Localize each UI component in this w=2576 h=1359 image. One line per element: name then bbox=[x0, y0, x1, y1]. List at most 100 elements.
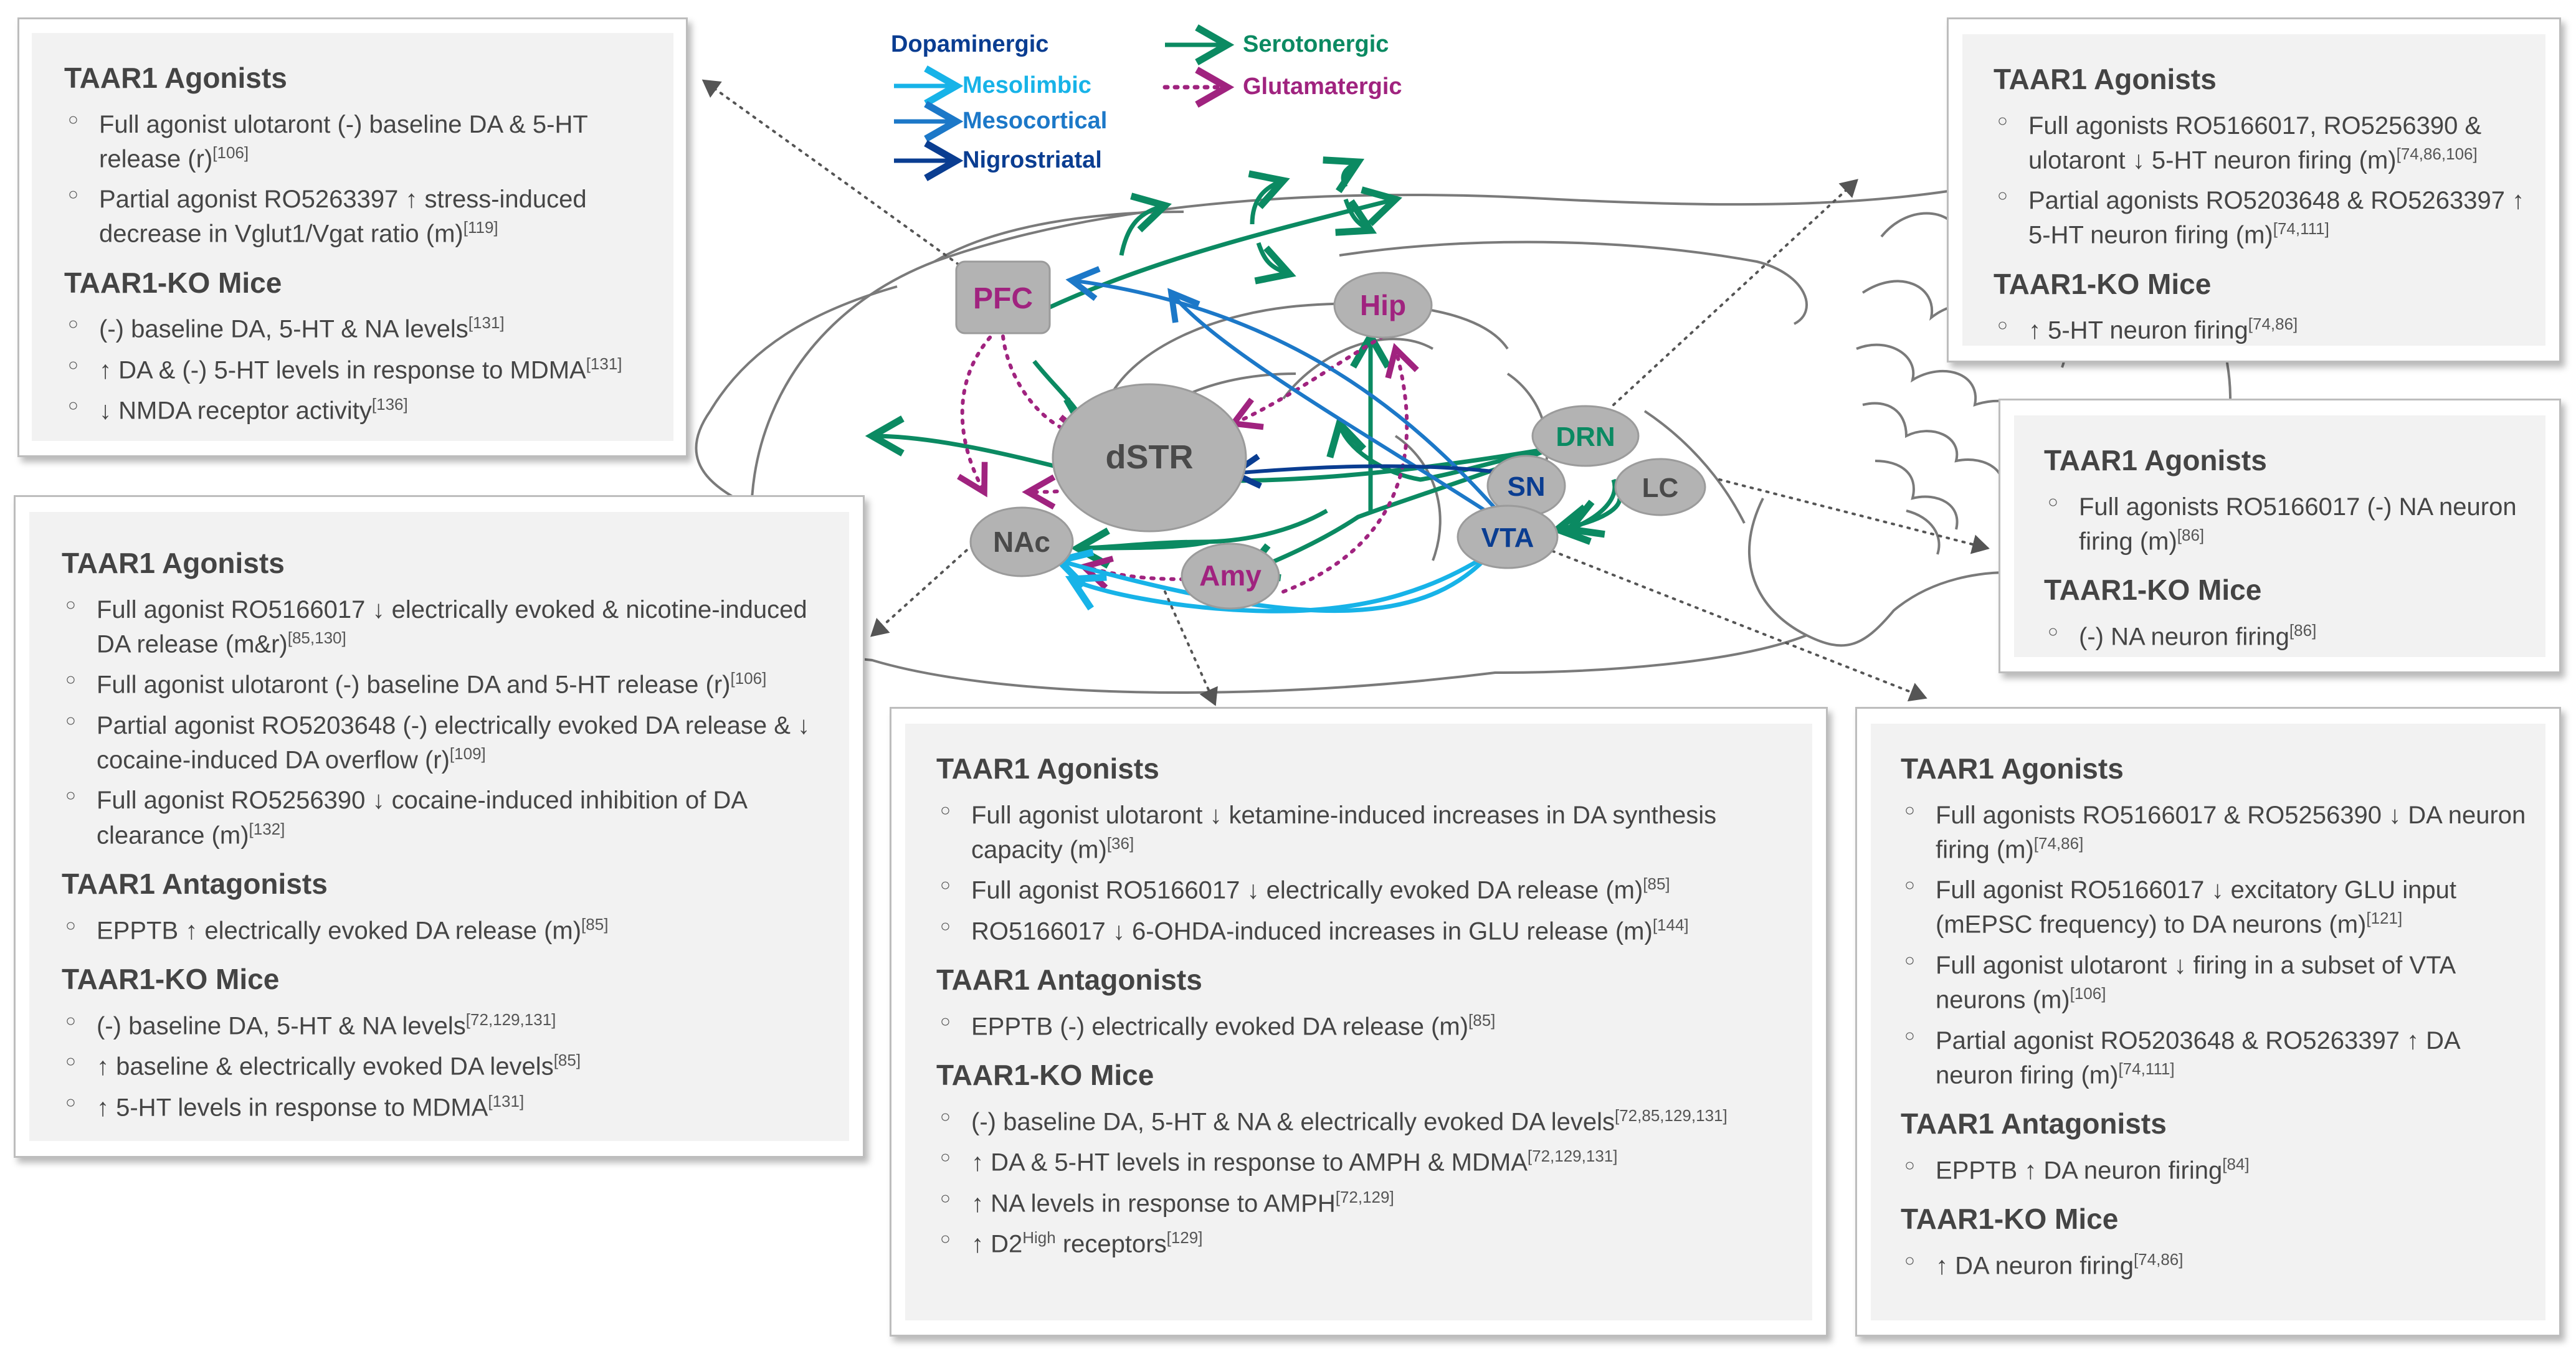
reference-citation: [72,129] bbox=[1335, 1187, 1394, 1206]
lc-section-heading: TAAR1 Agonists bbox=[2044, 444, 2267, 476]
reference-citation: [74,86,106] bbox=[2396, 144, 2478, 163]
nigrostriatal-pathway bbox=[1227, 453, 1508, 489]
vta-finding-list: EPPTB ↑ DA neuron firing[84] bbox=[1901, 1153, 2532, 1188]
dstr-finding-list: (-) baseline DA, 5-HT & NA & electricall… bbox=[936, 1105, 1796, 1262]
finding-text: EPPTB ↑ DA neuron firing bbox=[1936, 1157, 2223, 1185]
finding-text: EPPTB ↑ electrically evoked DA release (… bbox=[97, 916, 582, 944]
lc-finding-list: Full agonists RO5166017 (-) NA neuron fi… bbox=[2044, 490, 2533, 559]
region-vta bbox=[1457, 504, 1559, 569]
nac-finding-list: Full agonist RO5166017 ↓ electrically ev… bbox=[62, 593, 833, 853]
pfc-finding-list: Full agonist ulotaront (-) baseline DA &… bbox=[64, 108, 657, 252]
region-label-pfc: PFC bbox=[973, 282, 1033, 315]
finding-item: Full agonists RO5166017, RO5256390 & ulo… bbox=[1994, 109, 2533, 178]
region-label-amy: Amy bbox=[1199, 559, 1262, 592]
reference-citation: [109] bbox=[449, 744, 486, 763]
finding-text: (-) baseline DA, 5-HT & NA levels bbox=[99, 315, 468, 343]
reference-citation: [121] bbox=[2366, 909, 2403, 928]
finding-item: Partial agonist RO5203648 (-) electrical… bbox=[62, 709, 833, 778]
region-hip bbox=[1333, 272, 1433, 339]
vta-section-heading: TAAR1 Agonists bbox=[1901, 752, 2124, 785]
vta-finding-list: ↑ DA neuron firing[74,86] bbox=[1901, 1249, 2532, 1284]
dstr-section-heading: TAAR1 Agonists bbox=[936, 752, 1159, 785]
nac-section-heading: TAAR1 Antagonists bbox=[62, 868, 328, 901]
reference-citation: [119] bbox=[463, 218, 498, 237]
finding-text: ↓ NMDA receptor activity bbox=[99, 397, 372, 425]
reference-citation: [132] bbox=[249, 819, 285, 838]
finding-item: Partial agonist RO5203648 & RO5263397 ↑ … bbox=[1901, 1024, 2532, 1093]
legend-mesolimbic: Mesolimbic bbox=[962, 72, 1091, 98]
region-drn bbox=[1531, 405, 1640, 467]
reference-citation: [72,129,131] bbox=[465, 1010, 556, 1029]
drn-finding-list: ↑ 5-HT neuron firing[74,86] bbox=[1994, 313, 2533, 348]
finding-superscript: High bbox=[1022, 1228, 1056, 1248]
dstr-finding-list: EPPTB (-) electrically evoked DA release… bbox=[936, 1010, 1796, 1044]
reference-citation: [74,86] bbox=[2133, 1249, 2184, 1269]
finding-item: Partial agonist RO5263397 ↑ stress-induc… bbox=[64, 182, 657, 252]
finding-item: ↑ DA & (-) 5-HT levels in response to MD… bbox=[64, 353, 657, 388]
drn-finding-list: Full agonists RO5166017, RO5256390 & ulo… bbox=[1994, 109, 2533, 253]
region-label-drn: DRN bbox=[1556, 422, 1615, 452]
finding-item: (-) baseline DA, 5-HT & NA levels[72,129… bbox=[62, 1009, 833, 1044]
mesocortical-pathway bbox=[1065, 266, 1516, 531]
finding-text: RO5166017 ↓ 6-OHDA-induced increases in … bbox=[971, 917, 1653, 945]
finding-text: Full agonists RO5166017 (-) NA neuron fi… bbox=[2079, 493, 2517, 556]
legend-dopaminergic: Dopaminergic bbox=[891, 31, 1049, 57]
finding-item: Full agonist ulotaront ↓ ketamine-induce… bbox=[936, 798, 1796, 868]
finding-text: Full agonist ulotaront (-) baseline DA a… bbox=[97, 671, 731, 699]
finding-text: Full agonist RO5166017 ↓ excitatory GLU … bbox=[1936, 876, 2456, 939]
finding-text: Full agonist RO5166017 ↓ electrically ev… bbox=[971, 876, 1643, 904]
finding-text: Full agonists RO5166017, RO5256390 & ulo… bbox=[2028, 111, 2482, 174]
pfc-info-box: TAAR1 AgonistsFull agonist ulotaront (-)… bbox=[17, 17, 688, 457]
reference-citation: [85,130] bbox=[287, 628, 346, 647]
finding-item: Full agonist ulotaront (-) baseline DA a… bbox=[62, 668, 833, 703]
finding-item: (-) NA neuron firing[86] bbox=[2044, 620, 2533, 655]
vta-section-heading: TAAR1-KO Mice bbox=[1901, 1203, 2119, 1236]
vta-section-heading: TAAR1 Antagonists bbox=[1901, 1107, 2167, 1140]
finding-text: Partial agonist RO5203648 & RO5263397 ↑ … bbox=[1936, 1026, 2460, 1089]
finding-item: Full agonist RO5166017 ↓ electrically ev… bbox=[62, 593, 833, 662]
reference-citation: [131] bbox=[488, 1091, 525, 1110]
legend-mesocortical: Mesocortical bbox=[962, 108, 1108, 134]
finding-item: Full agonist RO5256390 ↓ cocaine-induced… bbox=[62, 784, 833, 853]
finding-text: (-) baseline DA, 5-HT & NA & electricall… bbox=[971, 1108, 1615, 1136]
reference-citation: [72,129,131] bbox=[1527, 1147, 1618, 1166]
reference-citation: [106] bbox=[2070, 984, 2106, 1003]
finding-item: Full agonists RO5166017 & RO5256390 ↓ DA… bbox=[1901, 798, 2532, 868]
reference-citation: [129] bbox=[1166, 1228, 1203, 1248]
finding-item: ↓ NMDA receptor activity[136] bbox=[64, 394, 657, 429]
vta-finding-list: Full agonists RO5166017 & RO5256390 ↓ DA… bbox=[1901, 798, 2532, 1093]
finding-item: ↑ DA neuron firing[74,86] bbox=[1901, 1249, 2532, 1284]
finding-item: ↑ NA levels in response to AMPH[72,129] bbox=[936, 1186, 1796, 1221]
finding-item: ↑ D2High receptors[129] bbox=[936, 1227, 1796, 1262]
pfc-info-panel: TAAR1 AgonistsFull agonist ulotaront (-)… bbox=[32, 33, 673, 441]
reference-citation: [131] bbox=[468, 313, 505, 333]
legend-serotonergic: Serotonergic bbox=[1243, 31, 1389, 57]
leader-lines bbox=[701, 79, 1990, 706]
reference-citation: [144] bbox=[1652, 915, 1689, 934]
reference-citation: [74,86] bbox=[2033, 833, 2084, 853]
lc-info-box: TAAR1 AgonistsFull agonists RO5166017 (-… bbox=[1999, 399, 2561, 673]
drn-section-heading: TAAR1-KO Mice bbox=[1994, 267, 2212, 300]
drn-info-panel: TAAR1 AgonistsFull agonists RO5166017, R… bbox=[1962, 34, 2545, 346]
pfc-section-heading: TAAR1 Agonists bbox=[64, 62, 287, 94]
finding-item: ↑ DA & 5-HT levels in response to AMPH &… bbox=[936, 1145, 1796, 1180]
finding-item: EPPTB ↑ DA neuron firing[84] bbox=[1901, 1153, 2532, 1188]
finding-text: ↑ baseline & electrically evoked DA leve… bbox=[97, 1053, 554, 1081]
reference-citation: [86] bbox=[2177, 525, 2205, 544]
vta-info-panel: TAAR1 AgonistsFull agonists RO5166017 & … bbox=[1871, 724, 2545, 1320]
lc-finding-list: (-) NA neuron firing[86] bbox=[2044, 620, 2533, 655]
finding-item: ↑ 5-HT levels in response to MDMA[131] bbox=[62, 1091, 833, 1125]
nac-section-heading: TAAR1-KO Mice bbox=[62, 963, 280, 996]
reference-citation: [36] bbox=[1106, 833, 1134, 853]
finding-item: EPPTB ↑ electrically evoked DA release (… bbox=[62, 914, 833, 949]
finding-text: Full agonist ulotaront (-) baseline DA &… bbox=[99, 110, 588, 173]
finding-text: ↑ DA & 5-HT levels in response to AMPH &… bbox=[971, 1148, 1528, 1177]
finding-item: (-) baseline DA, 5-HT & NA & electricall… bbox=[936, 1105, 1796, 1140]
region-label-vta: VTA bbox=[1481, 523, 1534, 553]
finding-text: ↑ D2 bbox=[971, 1230, 1023, 1258]
finding-item: Full agonist RO5166017 ↓ electrically ev… bbox=[936, 873, 1796, 908]
legend-nigrostriatal: Nigrostriatal bbox=[962, 147, 1102, 173]
region-label-nac: NAc bbox=[993, 526, 1050, 558]
dstr-section-heading: TAAR1 Antagonists bbox=[936, 964, 1202, 997]
reference-citation: [131] bbox=[586, 354, 622, 373]
